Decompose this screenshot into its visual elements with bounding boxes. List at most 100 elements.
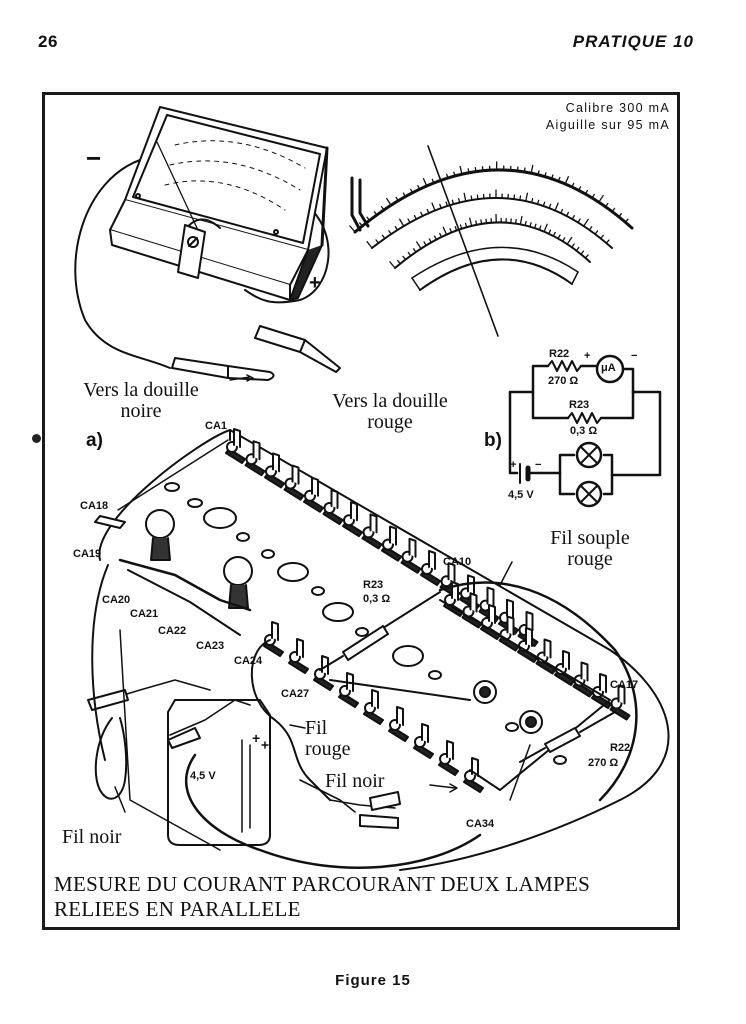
fil-souple-line2: rouge: [567, 548, 613, 570]
label-ca19: CA19: [73, 548, 102, 560]
terminal-lug: [439, 562, 461, 599]
scale-tick: [513, 194, 516, 200]
fil-souple-line1: Fil souple: [550, 527, 630, 549]
scale-tick: [431, 178, 435, 184]
scale-tick: [407, 251, 412, 257]
lamp-2: [223, 556, 253, 609]
scale-tick: [359, 222, 363, 227]
scale-tick: [571, 182, 575, 188]
label-ca21: CA21: [130, 608, 159, 620]
meter-minus-sign: −: [86, 143, 102, 173]
scale-tick: [571, 243, 575, 248]
fil-rouge-line2: rouge: [305, 738, 351, 760]
red-lead-line2: rouge: [367, 411, 413, 433]
scale-tick: [453, 171, 456, 177]
scale-tick: [433, 235, 438, 241]
scale-tick: [536, 199, 540, 205]
scale-tick: [598, 194, 604, 203]
terminal-lug: [400, 537, 422, 574]
terminal-lug: [303, 476, 324, 513]
scale-tick: [459, 224, 463, 230]
terminal-lug: [283, 464, 305, 501]
black-wire-label-right: Fil noir: [325, 770, 385, 792]
meter-red-lead-wire-loop: [244, 209, 330, 304]
scale-tick: [566, 236, 573, 245]
test-probes: [171, 325, 341, 382]
scale-tick: [423, 241, 427, 247]
scale-tick: [605, 239, 610, 244]
terminal-lug: [517, 627, 538, 663]
terminal-lug: [572, 661, 594, 698]
scale-tick: [618, 213, 622, 218]
terminal-lug: [263, 621, 284, 657]
figure-number: Figure 15: [335, 972, 411, 989]
scale-tick: [470, 195, 473, 201]
scale-tick: [550, 174, 554, 180]
scale-tick: [399, 218, 405, 227]
scale-tick: [580, 250, 585, 255]
label-ca17: CA17: [610, 679, 639, 691]
scale-tick: [407, 218, 411, 224]
calibre-text: Calibre 300 mA: [565, 101, 670, 115]
label-ca23: CA23: [196, 640, 225, 652]
label-ca18: CA18: [80, 500, 109, 512]
scale-tick: [544, 172, 547, 178]
needle-reading-text: Aiguille sur 95 mA: [545, 118, 670, 132]
meter-black-lead-wire: [74, 159, 171, 369]
scale-tick: [600, 234, 604, 240]
terminal-lug: [342, 501, 363, 538]
scale-tick: [366, 216, 371, 222]
label-ca24: CA24: [234, 655, 263, 667]
scale-tick: [577, 218, 581, 224]
scale-tick: [464, 222, 468, 228]
experiment-board: [87, 428, 670, 871]
scale-tick: [548, 229, 552, 235]
terminal-lug: [459, 574, 480, 611]
board-resistor-r23: [342, 625, 389, 661]
terminal-lug: [338, 672, 359, 708]
circuit-schematic: [508, 354, 662, 508]
flexible-red-wire-label: Fil souple rouge: [520, 528, 660, 570]
terminal-lug: [554, 650, 575, 686]
scale-tick: [380, 206, 385, 211]
label-ca1: CA1: [205, 420, 228, 432]
scale-tick: [624, 218, 629, 223]
label-ca10: CA10: [443, 556, 472, 568]
scale-tick: [469, 217, 473, 227]
scale-tick: [412, 248, 417, 253]
meter-scale-detail: [349, 145, 634, 337]
battery-illustration: [167, 699, 271, 846]
scale-tick: [534, 223, 537, 229]
scale-tick: [537, 170, 540, 176]
scale-tick: [475, 220, 478, 226]
battery-plus-label: +: [252, 730, 261, 746]
scale-tick: [538, 225, 542, 231]
scale-tick: [446, 173, 449, 179]
scale-tick: [560, 208, 564, 214]
schematic-r22-value: 270 Ω: [548, 375, 579, 387]
scale-tick: [349, 225, 356, 233]
schematic-battery-value: 4,5 V: [508, 489, 534, 501]
scale-tick: [591, 193, 595, 199]
scale-tick: [416, 241, 422, 250]
figure-caption: MESURE DU COURANT PARCOURANT DEUX LAMPES…: [54, 872, 590, 922]
scale-needle: [427, 145, 499, 337]
scale-tick: [575, 246, 580, 252]
scale-tick: [366, 241, 373, 249]
terminal-lug: [322, 489, 344, 525]
board-r23-name: R23: [363, 579, 384, 591]
terminal-lug: [413, 723, 434, 759]
scale-tick: [588, 226, 593, 231]
terminal-lug: [264, 452, 285, 489]
black-lead-line2: noire: [120, 400, 162, 422]
scale-tick: [389, 261, 396, 269]
terminal-lug: [438, 740, 459, 776]
scale-tick: [525, 192, 529, 202]
terminal-lug: [420, 550, 441, 586]
scale-tick: [449, 228, 453, 234]
schematic-r22-name: R22: [549, 348, 570, 360]
terminal-lug: [388, 706, 409, 742]
scale-tick: [397, 259, 401, 265]
schematic-meter-symbol: μA: [601, 362, 616, 374]
lamp-1: [145, 509, 175, 561]
